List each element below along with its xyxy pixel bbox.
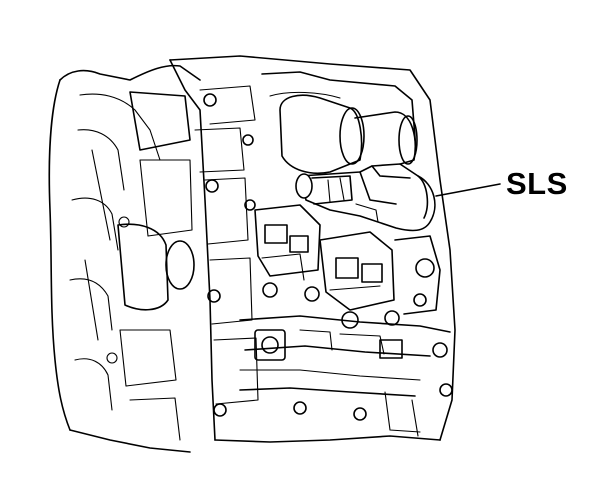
shift-solenoid-valve-sls [295, 163, 436, 232]
transmission-housing [48, 64, 201, 453]
solenoid-callout-label: SLS [506, 166, 568, 201]
callout-leader-line [435, 183, 501, 197]
valve-body [169, 55, 456, 443]
